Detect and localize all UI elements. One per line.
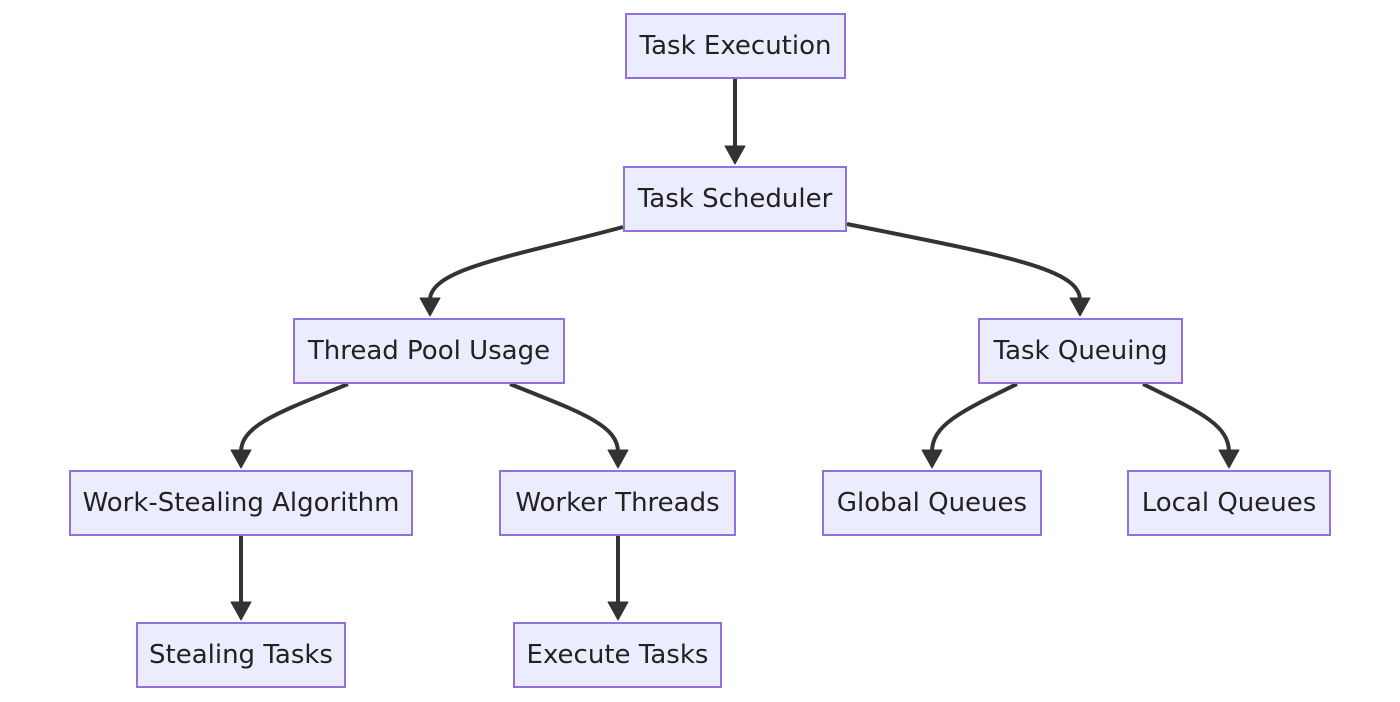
edge-thread-pool-usage-to-worker-threads: [509, 382, 620, 453]
node-label-global-queues: Global Queues: [836, 488, 1028, 518]
node-label-task-execution: Task Execution: [639, 31, 832, 61]
node-label-work-stealing-algorithm: Work-Stealing Algorithm: [82, 488, 400, 518]
edge-task-queuing-to-local-queues: [1142, 382, 1231, 453]
arrowhead-task-queuing: [1069, 297, 1091, 317]
arrowhead-global-queues: [921, 449, 943, 469]
node-task-scheduler: Task Scheduler: [623, 166, 847, 232]
node-task-queuing: Task Queuing: [978, 318, 1183, 384]
edge-task-queuing-to-global-queues: [930, 382, 1018, 453]
arrowhead-work-stealing-algorithm: [230, 449, 252, 469]
node-label-task-scheduler: Task Scheduler: [637, 184, 833, 214]
node-label-worker-threads: Worker Threads: [515, 488, 720, 518]
arrowhead-task-scheduler: [724, 145, 746, 165]
node-execute-tasks: Execute Tasks: [513, 622, 722, 688]
node-label-task-queuing: Task Queuing: [993, 336, 1168, 366]
edge-thread-pool-usage-to-work-stealing-algorithm: [239, 382, 349, 453]
arrowhead-execute-tasks: [607, 601, 629, 621]
node-label-stealing-tasks: Stealing Tasks: [149, 640, 333, 670]
node-local-queues: Local Queues: [1127, 470, 1331, 536]
arrowhead-worker-threads: [607, 449, 629, 469]
node-task-execution: Task Execution: [625, 13, 846, 79]
edge-task-scheduler-to-thread-pool-usage: [428, 225, 624, 301]
node-label-thread-pool-usage: Thread Pool Usage: [307, 336, 551, 366]
node-worker-threads: Worker Threads: [499, 470, 736, 536]
node-label-execute-tasks: Execute Tasks: [526, 640, 709, 670]
node-stealing-tasks: Stealing Tasks: [136, 622, 346, 688]
arrowhead-stealing-tasks: [230, 601, 252, 621]
node-global-queues: Global Queues: [822, 470, 1042, 536]
node-work-stealing-algorithm: Work-Stealing Algorithm: [69, 470, 413, 536]
node-label-local-queues: Local Queues: [1141, 488, 1317, 518]
edge-task-scheduler-to-task-queuing: [846, 222, 1082, 301]
node-thread-pool-usage: Thread Pool Usage: [293, 318, 565, 384]
arrowhead-local-queues: [1218, 449, 1240, 469]
arrowhead-thread-pool-usage: [419, 297, 441, 317]
